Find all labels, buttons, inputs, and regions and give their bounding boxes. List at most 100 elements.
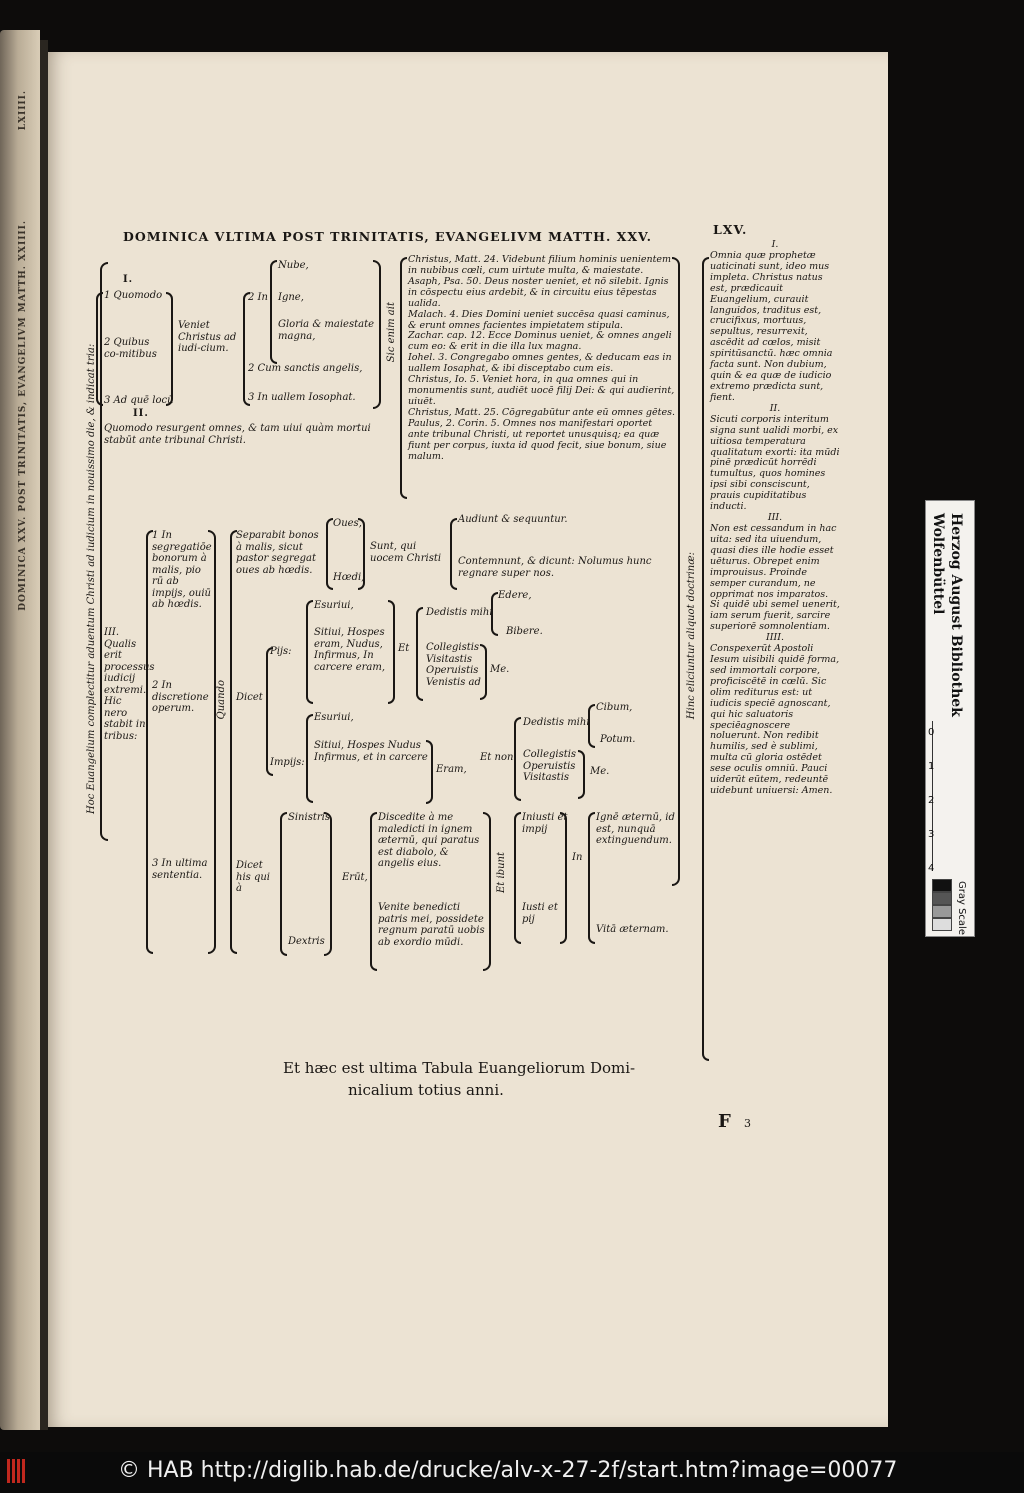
vitam-aeternam: Vitā æternam. — [596, 924, 669, 935]
pijs-list: Sitiui, Hospes eram, Nudus, Infirmus, In… — [314, 627, 386, 673]
me-2: Me. — [590, 766, 610, 777]
impijs-list: Sitiui, Hospes Nudus Infirmus, et in car… — [314, 740, 428, 763]
ruler-1: 1 — [928, 761, 935, 772]
main-brace — [100, 262, 108, 841]
pijs: Pijs: — [270, 646, 292, 657]
quote-line: Malach. 4. Dies Domini ueniet succēsa qu… — [408, 308, 670, 331]
esuriui-1: Esuriui, — [314, 600, 354, 611]
sides-brace — [324, 812, 332, 956]
cibum-brace — [588, 704, 595, 748]
veniet-christus: Veniet Christus ad iudi-cium. — [178, 320, 237, 354]
footer-copyright: © HAB http://diglib.hab.de/drucke/alv-x-… — [118, 1458, 898, 1483]
igne: Igne, — [278, 292, 304, 303]
oues: Oues, — [333, 518, 362, 529]
hinc-eliciuntur: Hinc eliciuntur aliquot doctrinæ: — [686, 552, 697, 720]
dextris: Dextris — [288, 936, 325, 947]
gray-swatch — [932, 905, 952, 918]
quote-line: Iohel. 3. Congregabo omnes gentes, & ded… — [408, 352, 672, 375]
sic-enim-ait: Sic enim ait — [386, 302, 397, 363]
et: Et — [398, 643, 410, 654]
iusti: Iusti et pij — [522, 902, 558, 925]
dicet-his: Dicet his qui à — [236, 860, 270, 894]
dicet-his-brace — [280, 812, 287, 956]
sunt-qui: Sunt, qui uocem Christi — [370, 541, 442, 564]
section-3-brace — [146, 530, 153, 954]
library-city: Wolfenbüttel — [930, 513, 946, 615]
erunt: Erūt, — [342, 872, 368, 883]
veniet-brace — [243, 292, 250, 406]
book-page: DOMINICA VLTIMA POST TRINITATIS, EVANGEL… — [48, 52, 888, 1427]
vallem: 3 In uallem Iosophat. — [248, 392, 356, 403]
oues-brace — [326, 518, 333, 590]
quote-line: Christus, Matt. 24. Videbunt filium homi… — [408, 254, 672, 276]
pijs-right-brace — [388, 600, 395, 704]
gloria: Gloria & maiestate magna, — [278, 319, 375, 342]
section-1-number: I. — [123, 274, 134, 285]
oues-right-brace — [358, 518, 365, 590]
left-page-running-title: DOMINICA XXV. POST TRINITATIS, EVANGELIV… — [18, 220, 28, 611]
iniusti: Iniusti et impij — [522, 812, 568, 835]
impijs-right-brace — [426, 740, 433, 804]
dedistis-1: Dedistis mihi — [426, 607, 493, 618]
section-2-number: II. — [133, 408, 149, 419]
sec1-right-brace — [166, 292, 173, 406]
closing-line-1: Et hæc est ultima Tabula Euangeliorum Do… — [283, 1059, 636, 1077]
spine-gap — [40, 40, 48, 1430]
quotes-brace — [400, 257, 407, 499]
me-brace-1 — [480, 644, 487, 700]
me-1: Me. — [490, 664, 510, 675]
quando: Quando — [216, 680, 227, 720]
cibum: Cibum, — [596, 702, 633, 713]
nube: Nube, — [278, 260, 309, 271]
sunt-brace — [450, 518, 457, 590]
color-scale-bar: Herzog August Bibliothek Wolfenbüttel 0 … — [925, 500, 975, 937]
collegistis-1: Collegistis Visitastis Operuistis Venist… — [426, 642, 481, 688]
contemnunt: Contemnunt, & dicunt: Nolumus hunc regna… — [458, 556, 652, 579]
ruler-0: 0 — [928, 727, 935, 738]
in-2: 2 In — [248, 292, 268, 303]
me-brace-2 — [578, 750, 585, 799]
quote-line: Asaph, Psa. 50. Deus noster ueniet, et n… — [408, 275, 669, 309]
gray-swatch — [932, 892, 952, 905]
library-name: Herzog August Bibliothek — [948, 513, 964, 717]
footer-bar — [0, 1452, 1024, 1493]
quote-block: Christus, Matt. 24. Videbunt filium homi… — [408, 254, 676, 463]
ultima-sententia: 3 In ultima sententia. — [152, 858, 208, 881]
et-brace — [416, 607, 423, 701]
doctrina-4: Conspexerūt Apostoli Iesum uisibili quid… — [710, 643, 840, 797]
et-non-brace — [514, 717, 521, 801]
section-2-text: Quomodo resurgent omnes, & tam uiui quàm… — [104, 423, 371, 446]
hoedi: Hœdi, — [333, 572, 365, 583]
left-page-edge: DOMINICA XXV. POST TRINITATIS, EVANGELIV… — [0, 30, 40, 1430]
doctrina-num-4: IIII. — [765, 632, 785, 644]
sinistris: Sinistris — [288, 812, 330, 823]
edere: Edere, — [498, 590, 532, 601]
ruler-4: 4 — [928, 863, 935, 874]
edere-brace — [491, 592, 498, 636]
collegistis-2: Collegistis Operuistis Visitastis — [523, 749, 577, 783]
ruler-2: 2 — [928, 795, 935, 806]
section-1-brace — [96, 292, 103, 406]
signature-number: 3 — [744, 1117, 751, 1130]
quando-brace — [230, 530, 237, 954]
sec1-large-brace — [373, 260, 381, 409]
ignem-aeternum: Ignē æternū, id est, nunquā extinguendum… — [596, 812, 675, 846]
quote-line: Christus, Io. 5. Veniet hora, in qua omn… — [408, 374, 675, 407]
sec1-quibus: 2 Quibus co-mitibus — [104, 337, 157, 360]
doctrina-num-1: I. — [771, 239, 779, 250]
quote-line: Paulus, 2. Corin. 5. Omnes nos manifesta… — [408, 417, 667, 462]
audiunt: Audiunt & sequuntur. — [458, 514, 568, 525]
ruler-3: 3 — [928, 829, 935, 840]
in-3: In — [572, 852, 583, 863]
impijs-brace — [306, 714, 313, 803]
quote-line: Zachar. cap. 12. Ecce Dominus ueniet, & … — [408, 330, 672, 353]
gray-swatches — [932, 879, 952, 931]
impijs: Impijs: — [270, 757, 305, 768]
gray-swatch — [932, 879, 952, 892]
esuriui-2: Esuriui, — [314, 712, 354, 723]
left-page-folio: LXIIII. — [18, 90, 28, 131]
quote-line: Christus, Matt. 25. Cōgregabūtur ante eū… — [408, 406, 675, 418]
dedistis-2: Dedistis mihi — [523, 717, 590, 728]
sec1-locum: 3 Ad quē locū — [104, 395, 174, 406]
discretione: 2 In discretione operum. — [152, 680, 209, 714]
